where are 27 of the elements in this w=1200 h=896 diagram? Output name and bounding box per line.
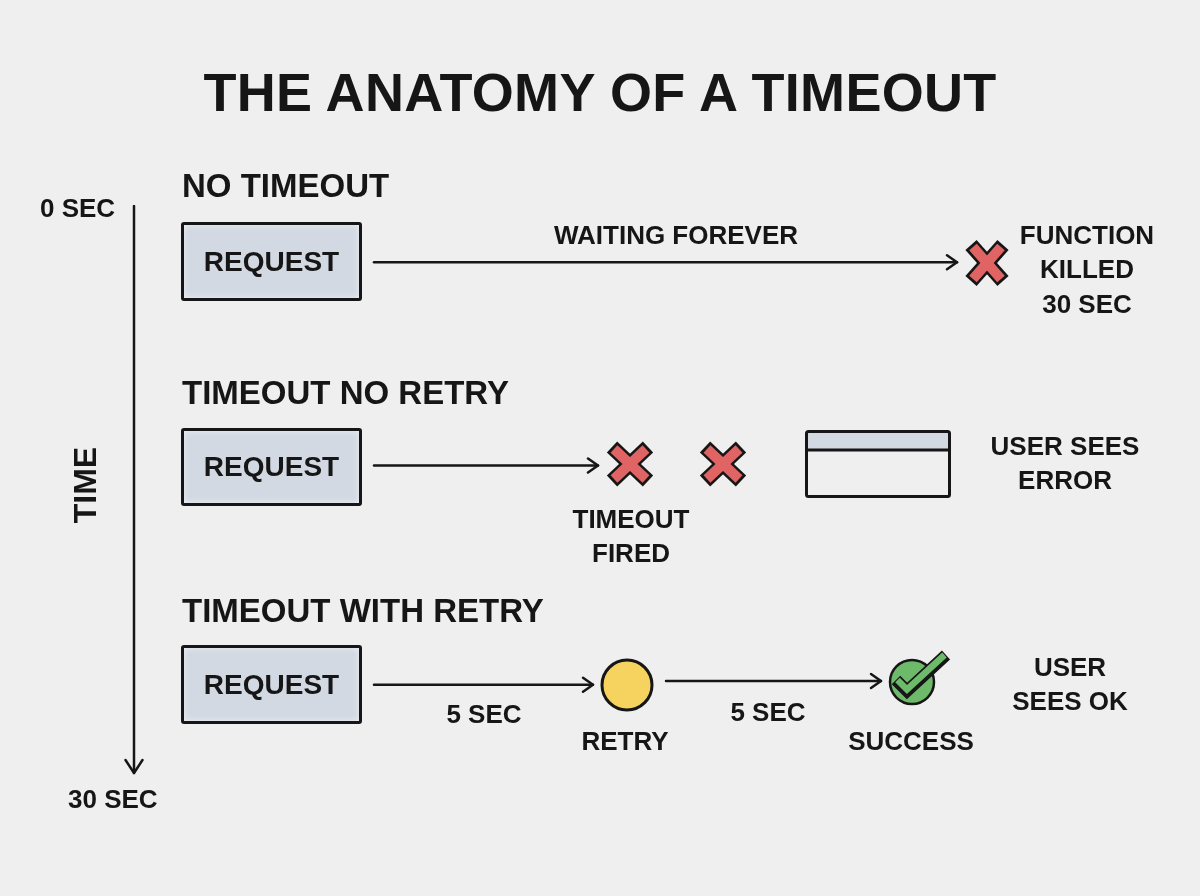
section-heading: TIMEOUT WITH RETRY xyxy=(182,591,544,631)
axis-tick-label: 30 SEC xyxy=(68,783,158,816)
section-heading: NO TIMEOUT xyxy=(182,166,390,206)
node-caption: USER SEES ERROR xyxy=(989,430,1141,497)
section-heading: TIMEOUT NO RETRY xyxy=(182,373,509,413)
check-circle-icon xyxy=(888,648,952,706)
arrow xyxy=(372,676,595,693)
axis-title: TIME xyxy=(66,446,104,524)
arrow xyxy=(664,672,883,690)
axis-tick-label: 0 SEC xyxy=(40,192,116,225)
diagram-title: THE ANATOMY OF A TIMEOUT xyxy=(203,62,997,122)
arrow xyxy=(372,457,600,474)
process-box: REQUEST xyxy=(181,428,362,506)
node-caption: FUNCTION KILLED xyxy=(1018,219,1156,286)
node-caption: RETRY xyxy=(581,725,669,758)
circle-marker-icon xyxy=(600,658,654,712)
node-caption: USER SEES OK xyxy=(1011,651,1129,718)
process-box: REQUEST xyxy=(181,222,362,301)
cross-icon xyxy=(964,238,1010,288)
node-caption: TIMEOUT FIRED xyxy=(571,503,691,570)
cross-icon xyxy=(698,440,748,488)
process-box: REQUEST xyxy=(181,645,362,724)
node-caption: 30 SEC xyxy=(1042,288,1132,321)
arrow xyxy=(372,254,959,271)
window-icon xyxy=(805,430,951,498)
node-caption: SUCCESS xyxy=(848,725,974,758)
cross-icon xyxy=(605,440,655,488)
